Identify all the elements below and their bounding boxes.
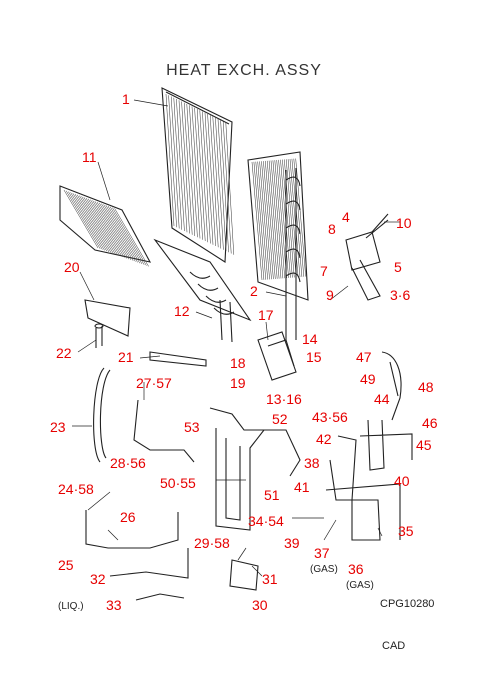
- callout-24-58: 24·58: [58, 481, 94, 497]
- bracket-20: [84, 299, 131, 337]
- callout-3-6: 3·6: [390, 287, 410, 303]
- callout-5: 5: [394, 259, 402, 275]
- callout-42: 42: [316, 431, 332, 447]
- callout-28-56: 28·56: [110, 455, 146, 471]
- callout-34-54: 34·54: [248, 513, 284, 529]
- drawing-code: CPG10280: [380, 598, 435, 610]
- callout-12: 12: [174, 303, 190, 319]
- callout-7: 7: [320, 263, 328, 279]
- callout-51: 51: [264, 487, 280, 503]
- pipe-51: [215, 428, 265, 531]
- pipe-32: [109, 548, 189, 579]
- coil-with-u-tubes: [247, 151, 309, 340]
- pipe-38: [329, 435, 357, 501]
- callout-17: 17: [258, 307, 274, 323]
- callout-11: 11: [82, 149, 97, 165]
- pipe-44: [359, 419, 413, 471]
- callout-2: 2: [250, 283, 258, 299]
- side-plate: [59, 185, 152, 267]
- callout-44: 44: [374, 391, 390, 407]
- diagram-title: HEAT EXCH. ASSY: [166, 62, 322, 79]
- callout-33: 33: [106, 597, 122, 613]
- callout-15: 15: [306, 349, 322, 365]
- callout-25: 25: [58, 557, 74, 573]
- callout-4: 4: [342, 209, 350, 225]
- leader-lines: [72, 99, 400, 577]
- callout-47: 47: [356, 349, 372, 365]
- pipe-28: [133, 399, 195, 463]
- callout-23: 23: [50, 419, 66, 435]
- callout-29-58: 29·58: [194, 535, 230, 551]
- callout-30: 30: [252, 597, 268, 613]
- cad-label: CAD: [382, 640, 406, 652]
- callout-10: 10: [396, 215, 412, 231]
- callout-9: 9: [326, 287, 334, 303]
- rod-22: [95, 326, 103, 348]
- callout-20: 20: [64, 259, 80, 275]
- note-liq: (LIQ.): [58, 601, 84, 612]
- callout-13-16: 13·16: [266, 391, 302, 407]
- pipe-33: [135, 593, 185, 601]
- callout-46: 46: [422, 415, 438, 431]
- callout-52: 52: [272, 411, 288, 427]
- callout-32: 32: [90, 571, 106, 587]
- callout-48: 48: [418, 379, 434, 395]
- callout-39: 39: [284, 535, 300, 551]
- callout-43-56: 43·56: [312, 409, 348, 425]
- callout-45: 45: [416, 437, 432, 453]
- note-gas-37: (GAS): [310, 564, 338, 575]
- callout-18: 18: [230, 355, 246, 371]
- callout-8: 8: [328, 221, 336, 237]
- callout-21: 21: [118, 349, 134, 365]
- callout-38: 38: [304, 455, 320, 471]
- callout-19: 19: [230, 375, 246, 391]
- pipe-23: [93, 367, 111, 463]
- callout-50-55: 50·55: [160, 475, 196, 491]
- callout-26: 26: [120, 509, 136, 525]
- callout-35: 35: [398, 523, 414, 539]
- pipe-26: [85, 510, 179, 549]
- heat-exchanger-coil: [161, 87, 235, 263]
- valve-35: [351, 499, 381, 541]
- callout-31: 31: [262, 571, 278, 587]
- bracket-21: [149, 351, 207, 367]
- note-gas-36: (GAS): [346, 580, 374, 591]
- callout-49: 49: [360, 371, 376, 387]
- callout-36: 36: [348, 561, 364, 577]
- pipe-40: [325, 483, 401, 540]
- callout-27-57: 27·57: [136, 375, 172, 391]
- callout-53: 53: [184, 419, 200, 435]
- callout-14: 14: [302, 331, 318, 347]
- callout-41: 41: [294, 479, 310, 495]
- lower-coil: [153, 238, 252, 343]
- callout-22: 22: [56, 345, 72, 361]
- pipe-48: [381, 351, 402, 421]
- clip-30: [229, 559, 259, 591]
- valve-assembly: [257, 213, 389, 381]
- callout-1: 1: [122, 91, 130, 107]
- callout-37: 37: [314, 545, 330, 561]
- callout-labels: 1 11 20 22 21 12 2 4 8 10 7 5 9 3·6 17 1…: [50, 91, 438, 613]
- pipe-53: [209, 407, 301, 477]
- callout-40: 40: [394, 473, 410, 489]
